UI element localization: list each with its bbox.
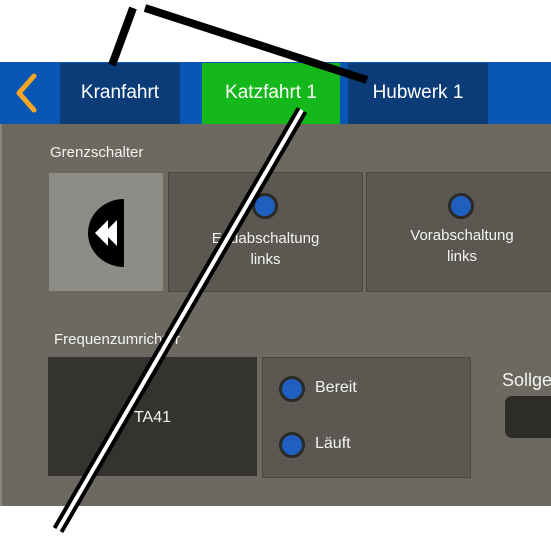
direction-left-icon — [88, 199, 124, 267]
endabschaltung-label-2: links — [250, 251, 281, 268]
direction-indicator[interactable] — [48, 172, 164, 292]
frequenzumrichter-status: Bereit Läuft — [262, 357, 471, 478]
vorabschaltung-label-1: Vorabschaltung — [410, 227, 514, 244]
annotation-line — [108, 6, 137, 67]
frequenzumrichter-title: Frequenzumrichter — [54, 331, 180, 348]
vorabschaltung-links: Vorabschaltung links — [366, 172, 551, 292]
sollwert-field[interactable] — [505, 396, 551, 438]
tab-kranfahrt[interactable]: Kranfahrt — [60, 63, 180, 124]
tab-katzfahrt-1[interactable]: Katzfahrt 1 — [202, 63, 340, 124]
laeuft-label: Läuft — [315, 435, 351, 452]
status-led-icon — [252, 193, 278, 219]
bereit-led-icon — [279, 376, 305, 402]
sollwert-label: Sollge — [502, 370, 551, 390]
bereit-label: Bereit — [315, 379, 357, 396]
device-name: TA41 — [133, 409, 172, 426]
grenzschalter-title: Grenzschalter — [50, 144, 144, 161]
endabschaltung-links: Endabschaltung links — [168, 172, 363, 292]
laeuft-led-icon — [279, 432, 305, 458]
vorabschaltung-label-2: links — [446, 248, 477, 265]
status-led-icon — [448, 193, 474, 219]
main-panel: Grenzschalter Endabschaltung links Vorab… — [0, 124, 551, 506]
endabschaltung-label-1: Endabschaltung — [211, 230, 320, 247]
chevron-left-icon — [16, 73, 37, 113]
frequenzumrichter-device: TA41 — [48, 357, 257, 476]
back-button[interactable] — [0, 62, 50, 124]
tab-hubwerk-1[interactable]: Hubwerk 1 — [348, 63, 488, 124]
